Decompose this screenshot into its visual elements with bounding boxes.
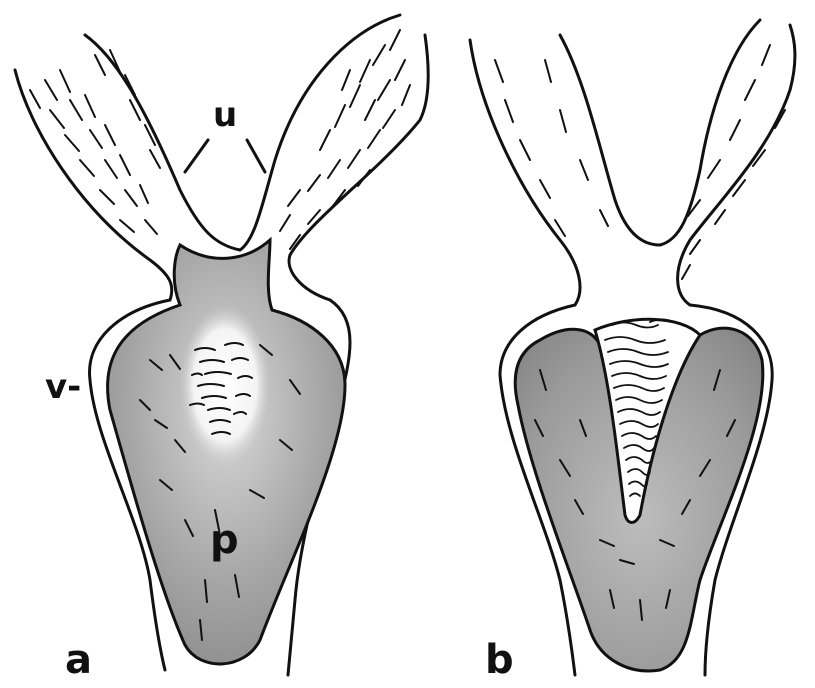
- label-a: a: [65, 640, 92, 680]
- label-b: b: [485, 640, 514, 680]
- panel-b: [470, 20, 795, 675]
- label-v: v-: [45, 370, 81, 404]
- duct-left-b: [470, 35, 660, 305]
- duct-right-b: [660, 20, 795, 305]
- label-u: u: [213, 98, 237, 132]
- label-p: p: [210, 520, 239, 560]
